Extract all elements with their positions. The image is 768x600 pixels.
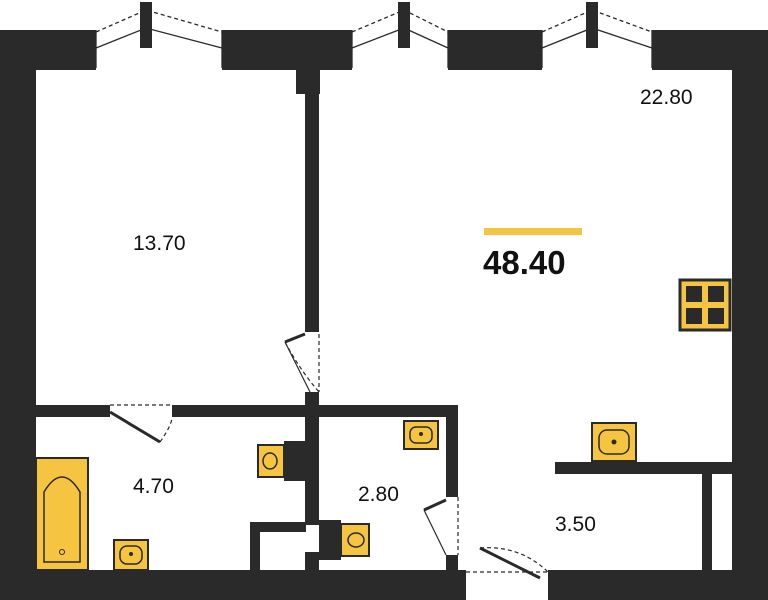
wall-bottom-right bbox=[548, 570, 768, 600]
washbasin-icon bbox=[403, 420, 439, 450]
wall-right bbox=[732, 30, 768, 600]
total-area: 48.40 bbox=[483, 244, 566, 281]
wall-bath-divider bbox=[305, 405, 319, 525]
wall-partition-vertical bbox=[305, 90, 319, 332]
wall-top-mid bbox=[222, 30, 352, 70]
window-left bbox=[95, 2, 223, 68]
wall-bath-divider-low bbox=[305, 552, 319, 572]
wall-top-mid2 bbox=[448, 30, 542, 70]
wall-column bbox=[296, 68, 320, 94]
room-area-toilet: 2.80 bbox=[358, 483, 399, 506]
door-toilet bbox=[423, 497, 459, 556]
room-area-bathroom: 4.70 bbox=[133, 475, 174, 498]
doors bbox=[109, 332, 549, 580]
window-right bbox=[541, 2, 653, 68]
wall-niche-left bbox=[250, 522, 260, 572]
wall-bath-top-left bbox=[36, 405, 110, 417]
door-bathroom bbox=[109, 404, 173, 444]
room-area-bedroom: 13.70 bbox=[133, 232, 186, 255]
washbasin-icon bbox=[113, 539, 149, 571]
toilet-icon bbox=[319, 520, 370, 560]
wall-toilet-right-low bbox=[446, 555, 458, 572]
walls bbox=[0, 30, 768, 600]
fixtures bbox=[35, 278, 732, 571]
room-area-hallway: 3.50 bbox=[555, 513, 596, 536]
bathtub-icon bbox=[35, 457, 89, 571]
windows bbox=[95, 2, 653, 68]
wall-counter bbox=[555, 462, 733, 474]
wall-bottom-left bbox=[0, 570, 466, 600]
wall-toilet-right bbox=[446, 405, 458, 497]
washbasin-icon bbox=[591, 422, 637, 462]
wall-niche-top bbox=[250, 522, 306, 532]
toilet-icon bbox=[257, 441, 306, 481]
window-middle bbox=[351, 2, 449, 68]
wall-left bbox=[0, 30, 36, 600]
room-area-living-room: 22.80 bbox=[640, 86, 693, 109]
wall-counter-leg bbox=[702, 474, 712, 572]
door-entrance bbox=[466, 546, 549, 580]
door-bedroom bbox=[284, 332, 320, 393]
kitchen-stove-icon bbox=[678, 278, 732, 332]
total-area-accent-bar bbox=[484, 228, 582, 235]
